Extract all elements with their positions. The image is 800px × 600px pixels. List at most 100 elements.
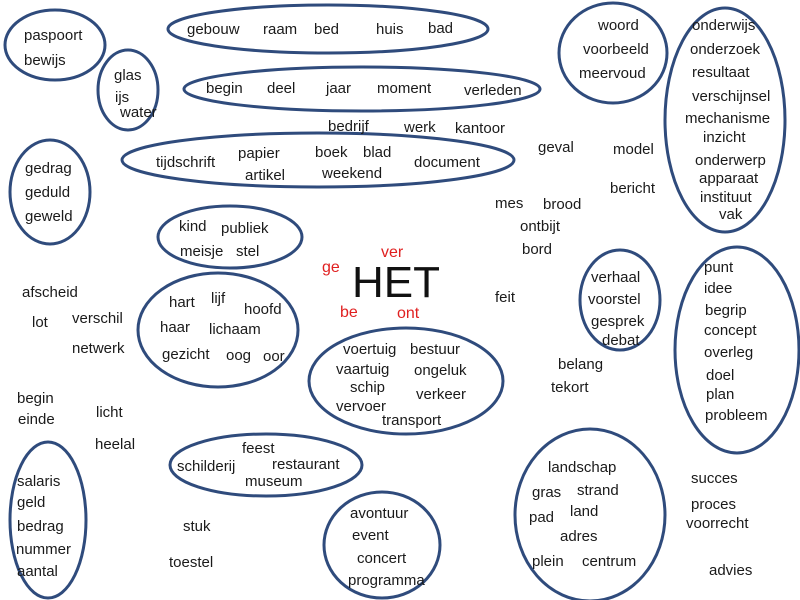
loose-word: brood [543, 196, 581, 213]
loose-word: kantoor [455, 120, 505, 137]
group-word-onderwijs: instituut [700, 189, 753, 206]
group-word-paspoort: paspoort [24, 27, 83, 44]
group-word-voertuig: ongeluk [414, 362, 467, 379]
group-word-hart: oor [263, 348, 285, 365]
loose-word: advies [709, 562, 752, 579]
group-word-onderwijs: onderwerp [695, 152, 766, 169]
loose-word: model [613, 141, 654, 158]
loose-word: ontbijt [520, 218, 561, 235]
group-ring-avontuur [322, 490, 442, 600]
group-word-onderwijs: vak [719, 206, 743, 223]
group-ring-gebouw [166, 3, 490, 55]
group-word-begin: jaar [325, 80, 351, 97]
group-word-gedrag: gedrag [25, 160, 72, 177]
group-word-verhaal: voorstel [588, 291, 641, 308]
group-word-landschap: landschap [548, 459, 616, 476]
group-word-salaris: salaris [17, 473, 60, 490]
loose-word: licht [96, 404, 124, 421]
loose-word: succes [691, 470, 738, 487]
group-word-punt: begrip [705, 302, 747, 319]
group-word-voertuig: bestuur [410, 341, 460, 358]
loose-word: geval [538, 139, 574, 156]
prefix-label: ge [322, 259, 340, 276]
group-word-tijdschrift: blad [363, 144, 391, 161]
group-word-tijdschrift: artikel [245, 167, 285, 184]
loose-word: toestel [169, 554, 213, 571]
loose-word: afscheid [22, 284, 78, 301]
group-word-salaris: aantal [17, 563, 58, 580]
group-word-punt: overleg [704, 344, 753, 361]
group-word-gebouw: raam [263, 21, 297, 38]
group-word-salaris: geld [17, 494, 45, 511]
group-word-gebouw: bad [428, 20, 453, 37]
center-word: HET [352, 258, 440, 307]
loose-word: netwerk [72, 340, 125, 357]
group-word-landschap: centrum [582, 553, 636, 570]
group-ring-gedrag [8, 138, 92, 246]
group-word-hart: lichaam [209, 321, 261, 338]
group-word-tijdschrift: document [414, 154, 481, 171]
group-word-punt: doel [706, 367, 734, 384]
group-word-hart: hoofd [244, 301, 282, 318]
group-ring-woord [557, 1, 669, 105]
group-word-feest: schilderij [177, 458, 235, 475]
group-ring-voertuig [307, 326, 505, 436]
group-word-salaris: nummer [16, 541, 71, 558]
group-word-onderwijs: apparaat [699, 170, 759, 187]
group-word-hart: lijf [211, 290, 226, 307]
group-word-verhaal: debat [602, 332, 640, 349]
group-ring-landschap [513, 427, 667, 600]
loose-word: lot [32, 314, 49, 331]
group-word-punt: concept [704, 322, 757, 339]
group-word-onderwijs: onderwijs [692, 17, 755, 34]
group-word-hart: gezicht [162, 346, 210, 363]
group-word-feest: restaurant [272, 456, 340, 473]
group-word-landschap: gras [532, 484, 561, 501]
loose-word: werk [403, 119, 436, 136]
group-word-voertuig: voertuig [343, 341, 396, 358]
group-ring-kind [156, 204, 304, 270]
group-word-onderwijs: resultaat [692, 64, 750, 81]
loose-word: begin [17, 390, 54, 407]
group-word-glas: glas [114, 67, 142, 84]
loose-word: belang [558, 356, 603, 373]
group-word-feest: museum [245, 473, 303, 490]
group-word-avontuur: programma [348, 572, 425, 589]
group-word-begin: deel [267, 80, 295, 97]
group-word-gebouw: gebouw [187, 21, 240, 38]
prefix-label: ver [381, 244, 404, 261]
group-word-kind: kind [179, 218, 207, 235]
group-word-woord: meervoud [579, 65, 646, 82]
loose-word: voorrecht [686, 515, 749, 532]
group-word-gebouw: bed [314, 21, 339, 38]
loose-word: heelal [95, 436, 135, 453]
group-word-landschap: land [570, 503, 598, 520]
group-word-kind: meisje [180, 243, 223, 260]
group-word-begin: verleden [464, 82, 522, 99]
group-word-landschap: adres [560, 528, 598, 545]
group-word-hart: oog [226, 347, 251, 364]
group-word-verhaal: gesprek [591, 313, 645, 330]
group-word-begin: moment [377, 80, 432, 97]
group-word-avontuur: avontuur [350, 505, 408, 522]
group-word-tijdschrift: papier [238, 145, 280, 162]
group-word-onderwijs: verschijnsel [692, 88, 770, 105]
group-word-onderwijs: mechanisme [685, 110, 770, 127]
group-ring-hart [136, 271, 300, 389]
group-word-avontuur: concert [357, 550, 407, 567]
group-word-voertuig: transport [382, 412, 442, 429]
group-word-voertuig: schip [350, 379, 385, 396]
loose-word: bericht [610, 180, 656, 197]
group-word-verhaal: verhaal [591, 269, 640, 286]
group-word-salaris: bedrag [17, 518, 64, 535]
loose-word: bedrijf [328, 118, 370, 135]
group-word-glas: ijs [115, 89, 129, 106]
group-word-punt: probleem [705, 407, 768, 424]
loose-word: feit [495, 289, 516, 306]
loose-word: tekort [551, 379, 589, 396]
group-word-hart: haar [160, 319, 190, 336]
group-word-voertuig: vervoer [336, 398, 386, 415]
group-word-gebouw: huis [376, 21, 404, 38]
group-ring-glas [96, 48, 160, 132]
loose-word: proces [691, 496, 736, 513]
